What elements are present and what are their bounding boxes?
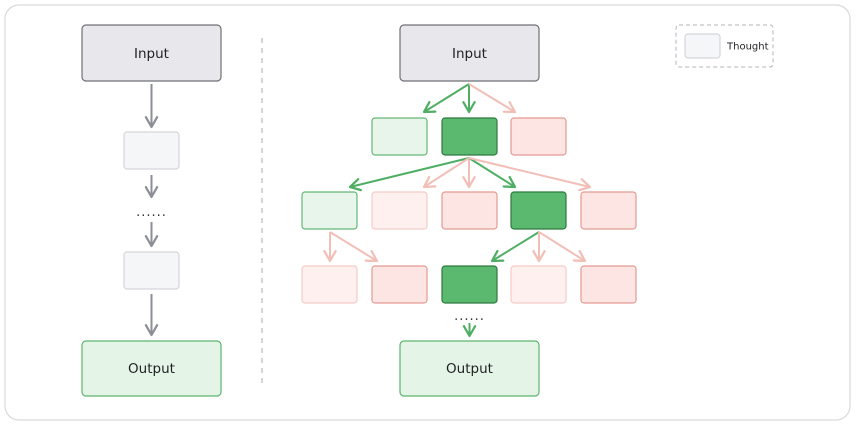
right-input-label: Input — [452, 46, 487, 62]
arrow-l1-2-to-l2-5 — [468, 157, 592, 192]
thought-l2-2-faint — [371, 191, 428, 230]
left-panel: Input ...... Output — [81, 24, 222, 397]
arrow-l2-4-to-l3-5 — [538, 231, 587, 263]
right-output-box — [399, 340, 540, 397]
arrow-input-to-l1-3 — [468, 83, 517, 114]
arrow-l1-2-to-l2-1 — [348, 157, 470, 192]
arrow-input-to-l1-1 — [422, 83, 470, 114]
left-input-label: Input — [134, 46, 169, 62]
thought-l3-4-faint — [510, 265, 567, 304]
arrow-l2-4-to-l3-3 — [490, 231, 540, 263]
thought-l3-3-selected — [441, 265, 498, 304]
right-input-box — [399, 24, 540, 82]
left-thought-1 — [123, 131, 180, 170]
right-panel: Input ...... Output — [301, 24, 637, 397]
thought-l3-2-pruned — [371, 265, 428, 304]
right-ellipsis: ...... — [454, 309, 485, 324]
thought-l1-2-selected — [441, 117, 498, 156]
thought-l2-1-visited — [301, 191, 358, 230]
left-ellipsis: ...... — [136, 205, 167, 220]
right-output-label: Output — [446, 361, 493, 377]
thought-l1-1-visited — [371, 117, 428, 156]
thought-l3-1-faint — [301, 265, 358, 304]
left-thought-2 — [123, 251, 180, 290]
legend: Thought — [675, 24, 774, 68]
left-output-box — [81, 340, 222, 397]
left-output-label: Output — [128, 361, 175, 377]
left-input-box — [81, 24, 222, 82]
legend-thought-label: Thought — [726, 42, 769, 53]
arrow-l1-2-to-l2-2 — [422, 157, 470, 189]
thought-l2-5-pruned — [580, 191, 637, 230]
thought-l2-3-pruned — [441, 191, 498, 230]
arrow-l2-1-to-l3-2 — [329, 231, 379, 263]
legend-thought-swatch — [684, 33, 721, 59]
thought-l1-3-pruned — [510, 117, 567, 156]
thought-l3-5-pruned — [580, 265, 637, 304]
thought-l2-4-selected — [510, 191, 567, 230]
arrow-l1-2-to-l2-4 — [468, 157, 517, 189]
